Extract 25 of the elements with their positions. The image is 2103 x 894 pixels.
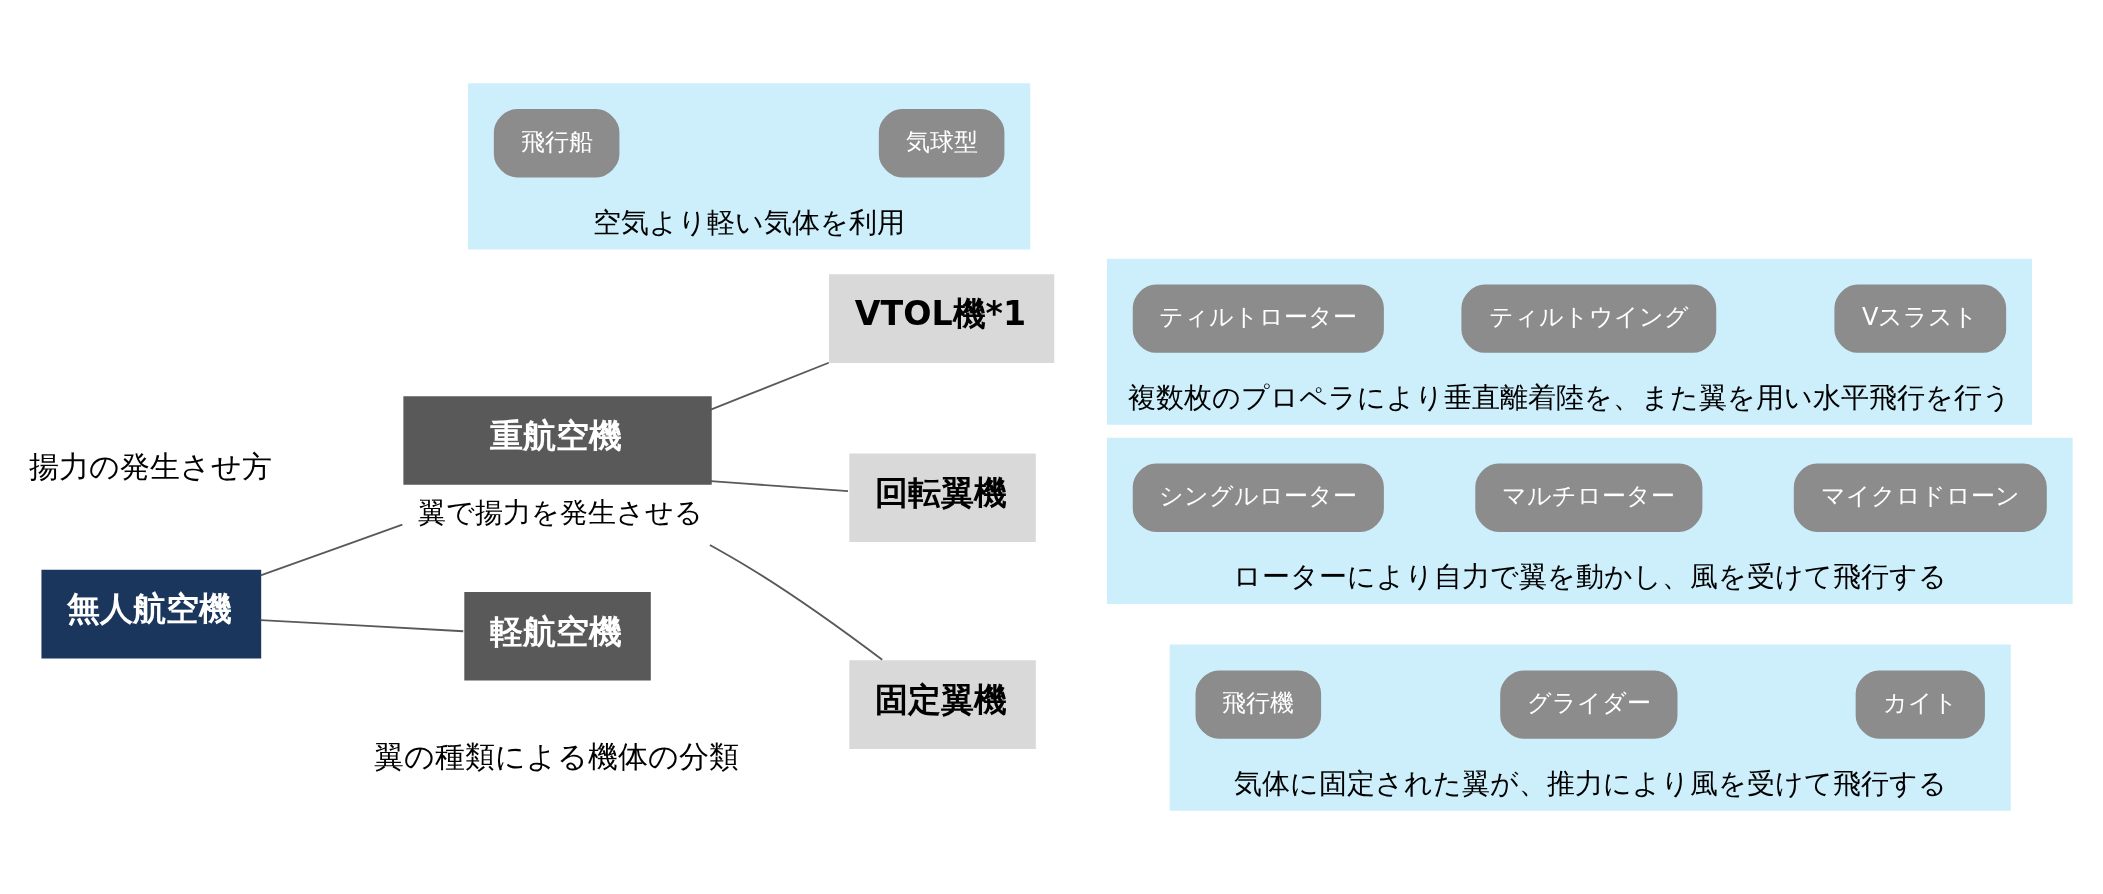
label: 揚力の発生させ方 xyxy=(28,450,272,485)
connector xyxy=(259,619,465,633)
node-box: シングルローター xyxy=(1132,463,1384,532)
node-box: グライダー xyxy=(1500,670,1678,739)
node-box: 無人航空機 xyxy=(41,569,262,659)
node-box: 飛行船 xyxy=(493,109,620,178)
node-box: 飛行機 xyxy=(1195,670,1322,739)
node-box: マルチローター xyxy=(1475,463,1703,532)
node-box: 気球型 xyxy=(878,109,1005,178)
node-box: カイト xyxy=(1855,670,1985,739)
connector xyxy=(709,361,830,411)
node-box: VTOL機*1 xyxy=(829,274,1055,363)
label: 翼の種類による機体の分類 xyxy=(374,740,740,774)
node-box: マイクロドローン xyxy=(1793,463,2047,532)
node-label: 翼で揚力を発生させる xyxy=(418,495,704,529)
node-box: 回転翼機 xyxy=(849,453,1036,543)
connector xyxy=(259,523,404,577)
node-box: Vスラスト xyxy=(1834,284,2007,353)
node-box: ティルトローター xyxy=(1132,284,1384,353)
node-box: ティルトウイング xyxy=(1461,284,1717,353)
node-box: 重航空機 xyxy=(403,396,712,485)
node-box: 固定翼機 xyxy=(849,660,1036,749)
node-box: 軽航空機 xyxy=(464,591,651,681)
connector xyxy=(709,480,849,493)
connector xyxy=(708,544,884,661)
